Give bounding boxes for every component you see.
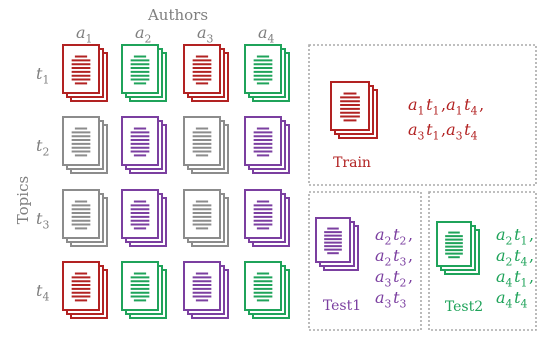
topic-label-3: t3	[36, 209, 51, 231]
doc-cell-r3-c2	[121, 189, 167, 247]
doc-cell-r4-c3	[183, 261, 229, 319]
test1-pairs-line4: a3 t3	[375, 288, 408, 310]
topics-axis-label: Topics	[14, 176, 32, 224]
doc-cell-r3-c4	[244, 189, 290, 247]
topic-label-1: t1	[36, 64, 51, 86]
train-title: Train	[333, 155, 371, 171]
author-label-2: a2	[135, 23, 153, 45]
test1-pairs-line1: a2 t2 ,	[375, 225, 413, 247]
test2-pairs-line2: a2 t4 ,	[496, 246, 534, 268]
topic-label-2: t2	[36, 136, 51, 158]
split-panels: Train a1 t1 ,a1 t4 , a3 t1 ,a3 t4 Test1 a2 …	[308, 44, 537, 331]
doc-cell-r2-c2	[121, 116, 167, 174]
doc-cell-r1-c4	[244, 44, 290, 102]
doc-cell-r3-c3	[183, 189, 229, 247]
test1-pairs-line3: a3 t2 ,	[375, 267, 413, 289]
author-label-3: a3	[197, 23, 215, 45]
author-label-1: a1	[76, 23, 94, 45]
test1-title: Test1	[323, 298, 361, 314]
test1-doc-icon	[315, 217, 359, 271]
author-label-4: a4	[258, 23, 276, 45]
topic-label-4: t4	[36, 281, 51, 303]
authors-axis-label: Authors	[147, 6, 208, 24]
doc-cell-r2-c1	[62, 116, 108, 174]
doc-cell-r2-c4	[244, 116, 290, 174]
train-doc-icon	[330, 81, 378, 139]
doc-cell-r4-c2	[121, 261, 167, 319]
train-pairs-line2: a3 t1 ,a3 t4	[408, 120, 479, 142]
doc-cell-r1-c3	[183, 44, 229, 102]
test2-title: Test2	[445, 299, 483, 315]
doc-cell-r3-c1	[62, 189, 108, 247]
doc-cell-r1-c2	[121, 44, 167, 102]
doc-cell-r4-c4	[244, 261, 290, 319]
train-pairs-line1: a1 t1 ,a1 t4 ,	[408, 95, 484, 117]
test1-pairs-line2: a2 t3 ,	[375, 246, 413, 268]
test2-pairs-line1: a2 t1 ,	[496, 225, 534, 247]
test2-pairs-line3: a4 t1 ,	[496, 267, 534, 289]
doc-cell-r4-c1	[62, 261, 108, 319]
test1-panel	[308, 191, 422, 331]
test2-pairs-line4: a4 t4	[496, 288, 529, 310]
doc-cell-r1-c1	[62, 44, 108, 102]
doc-cell-r2-c3	[183, 116, 229, 174]
test2-doc-icon	[436, 221, 480, 275]
document-grid	[62, 44, 290, 319]
train-panel	[308, 44, 537, 186]
test2-panel	[428, 191, 537, 331]
